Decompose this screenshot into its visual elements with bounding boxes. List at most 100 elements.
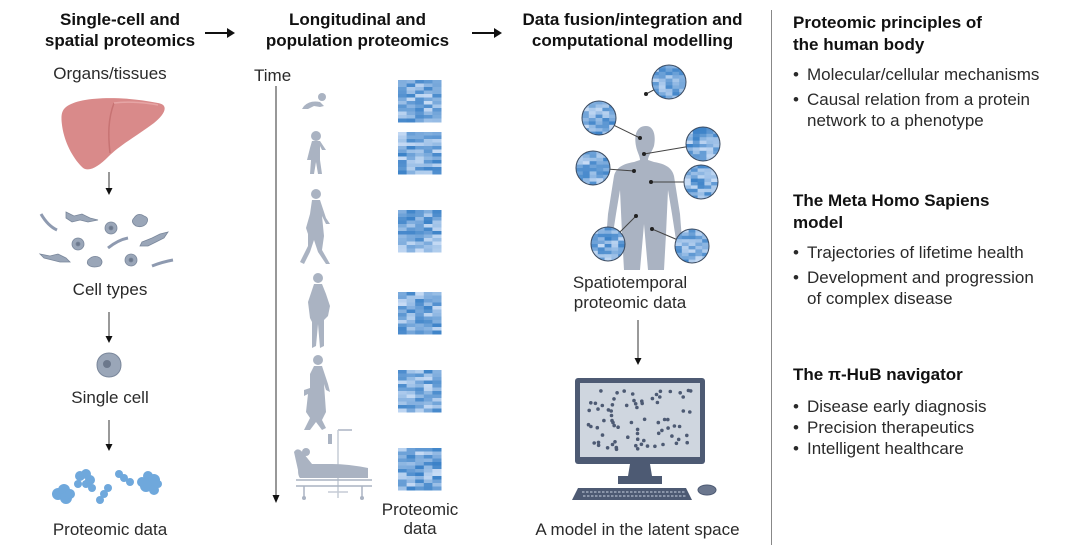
heatmap-elderly bbox=[398, 370, 442, 413]
latent-point bbox=[587, 408, 591, 413]
heatmap-infant bbox=[398, 80, 442, 123]
heatmap-hospitalized bbox=[398, 448, 442, 491]
latent-point bbox=[660, 428, 664, 433]
keyboard-key bbox=[655, 495, 658, 497]
latent-point bbox=[678, 391, 682, 395]
latent-point bbox=[653, 444, 657, 449]
latent-point bbox=[642, 438, 646, 443]
keyboard-key bbox=[679, 495, 682, 497]
section2-title-line1: The Meta Homo Sapiens bbox=[793, 191, 990, 210]
infant-icon bbox=[302, 93, 326, 109]
bullet-text: of complex disease bbox=[807, 289, 953, 308]
section3-bullet-2: Precision therapeutics bbox=[793, 417, 1073, 438]
section2-title-line2: model bbox=[793, 213, 844, 232]
keyboard-key bbox=[642, 491, 645, 493]
arrow-to-model bbox=[634, 320, 642, 365]
liver-icon bbox=[61, 98, 165, 170]
heatmap-circle-abdomen bbox=[683, 164, 719, 200]
keyboard-key bbox=[602, 491, 605, 493]
column1-title: Single-cell and spatial proteomics bbox=[0, 9, 240, 51]
bullet-text: Disease early diagnosis bbox=[807, 397, 987, 416]
right-panel-section-2: The Meta Homo Sapiens model Trajectories… bbox=[793, 190, 1073, 309]
keyboard-key bbox=[650, 491, 653, 493]
bullet-text: Precision therapeutics bbox=[807, 418, 975, 437]
keyboard-key bbox=[619, 495, 622, 497]
column2-title-line1: Longitudinal and bbox=[289, 10, 426, 29]
keyboard-key bbox=[667, 495, 670, 497]
latent-point bbox=[666, 426, 670, 430]
stage-cell-types-label: Cell types bbox=[72, 280, 148, 299]
latent-point bbox=[688, 410, 692, 414]
keyboard-key bbox=[622, 491, 625, 493]
right-panel-section-1: Proteomic principles of the human body M… bbox=[793, 12, 1073, 131]
latent-point bbox=[596, 443, 601, 448]
latent-point bbox=[629, 420, 634, 425]
adult-walking-icon bbox=[300, 189, 330, 264]
keyboard-key bbox=[643, 495, 646, 497]
latent-point bbox=[681, 395, 685, 399]
keyboard-key bbox=[646, 491, 649, 493]
latent-point bbox=[640, 399, 644, 403]
bullet-text: Molecular/cellular mechanisms bbox=[807, 65, 1040, 84]
keyboard-key bbox=[610, 491, 613, 493]
bullet-text: Intelligent healthcare bbox=[807, 439, 964, 458]
latent-scatter bbox=[586, 388, 693, 452]
stage-single-cell-label: Single cell bbox=[71, 388, 149, 407]
keyboard-key bbox=[615, 495, 618, 497]
column1-title-line1: Single-cell and bbox=[60, 10, 180, 29]
bullet-text: Trajectories of lifetime health bbox=[807, 243, 1024, 262]
keyboard-key bbox=[666, 491, 669, 493]
protein-clusters-icon bbox=[52, 469, 162, 504]
latent-point bbox=[658, 389, 663, 394]
pregnant-icon bbox=[308, 273, 330, 348]
time-axis-label: Time bbox=[254, 66, 292, 85]
keyboard-key bbox=[675, 495, 678, 497]
stage-organs-label: Organs/tissues bbox=[53, 64, 167, 83]
latent-point bbox=[600, 433, 605, 437]
latent-point bbox=[635, 427, 640, 432]
keyboard-key bbox=[606, 491, 609, 493]
latent-point bbox=[676, 437, 681, 442]
latent-point bbox=[654, 392, 659, 397]
sample-point-torso-left bbox=[632, 169, 636, 173]
arrow-to-proteomic-data bbox=[105, 420, 113, 451]
keyboard-key bbox=[651, 495, 654, 497]
latent-point bbox=[666, 417, 670, 422]
heatmap-circle-leg-right bbox=[674, 228, 710, 264]
latent-point bbox=[624, 403, 629, 408]
hospital-bed-icon bbox=[294, 429, 372, 500]
column2-title: Longitudinal and population proteomics bbox=[245, 9, 470, 51]
latent-point bbox=[633, 402, 638, 406]
keyboard-key bbox=[635, 495, 638, 497]
column1-title-line2: spatial proteomics bbox=[44, 31, 196, 50]
latent-point bbox=[685, 433, 689, 438]
heatmap-child bbox=[398, 132, 442, 175]
latent-point bbox=[670, 434, 674, 438]
latent-point bbox=[656, 431, 661, 436]
latent-point bbox=[655, 400, 660, 405]
arrow-to-cells bbox=[105, 172, 113, 195]
column2-title-line2: population proteomics bbox=[265, 31, 450, 50]
latent-point bbox=[661, 442, 665, 447]
latent-point bbox=[606, 408, 611, 412]
elderly-icon bbox=[304, 355, 330, 430]
keyboard-key bbox=[598, 491, 601, 493]
latent-point bbox=[612, 397, 616, 401]
heatmap-circle-head bbox=[651, 64, 687, 100]
keyboard-key bbox=[671, 495, 674, 497]
latent-point bbox=[642, 417, 647, 422]
latent-point bbox=[685, 440, 689, 445]
sample-point-leg-right bbox=[650, 227, 654, 231]
section3-bullet-3: Intelligent healthcare bbox=[793, 438, 1073, 459]
section1-bullet-1: Molecular/cellular mechanisms bbox=[793, 64, 1073, 85]
latent-point bbox=[635, 405, 639, 410]
latent-point bbox=[610, 418, 614, 423]
heatmap-circle-neck bbox=[581, 100, 617, 136]
keyboard-key bbox=[662, 491, 665, 493]
keyboard-key bbox=[623, 495, 626, 497]
latent-point bbox=[681, 409, 686, 413]
latent-point bbox=[614, 447, 619, 452]
keyboard-key bbox=[590, 491, 593, 493]
keyboard-key bbox=[582, 491, 585, 493]
heatmap-pregnant bbox=[398, 292, 442, 335]
